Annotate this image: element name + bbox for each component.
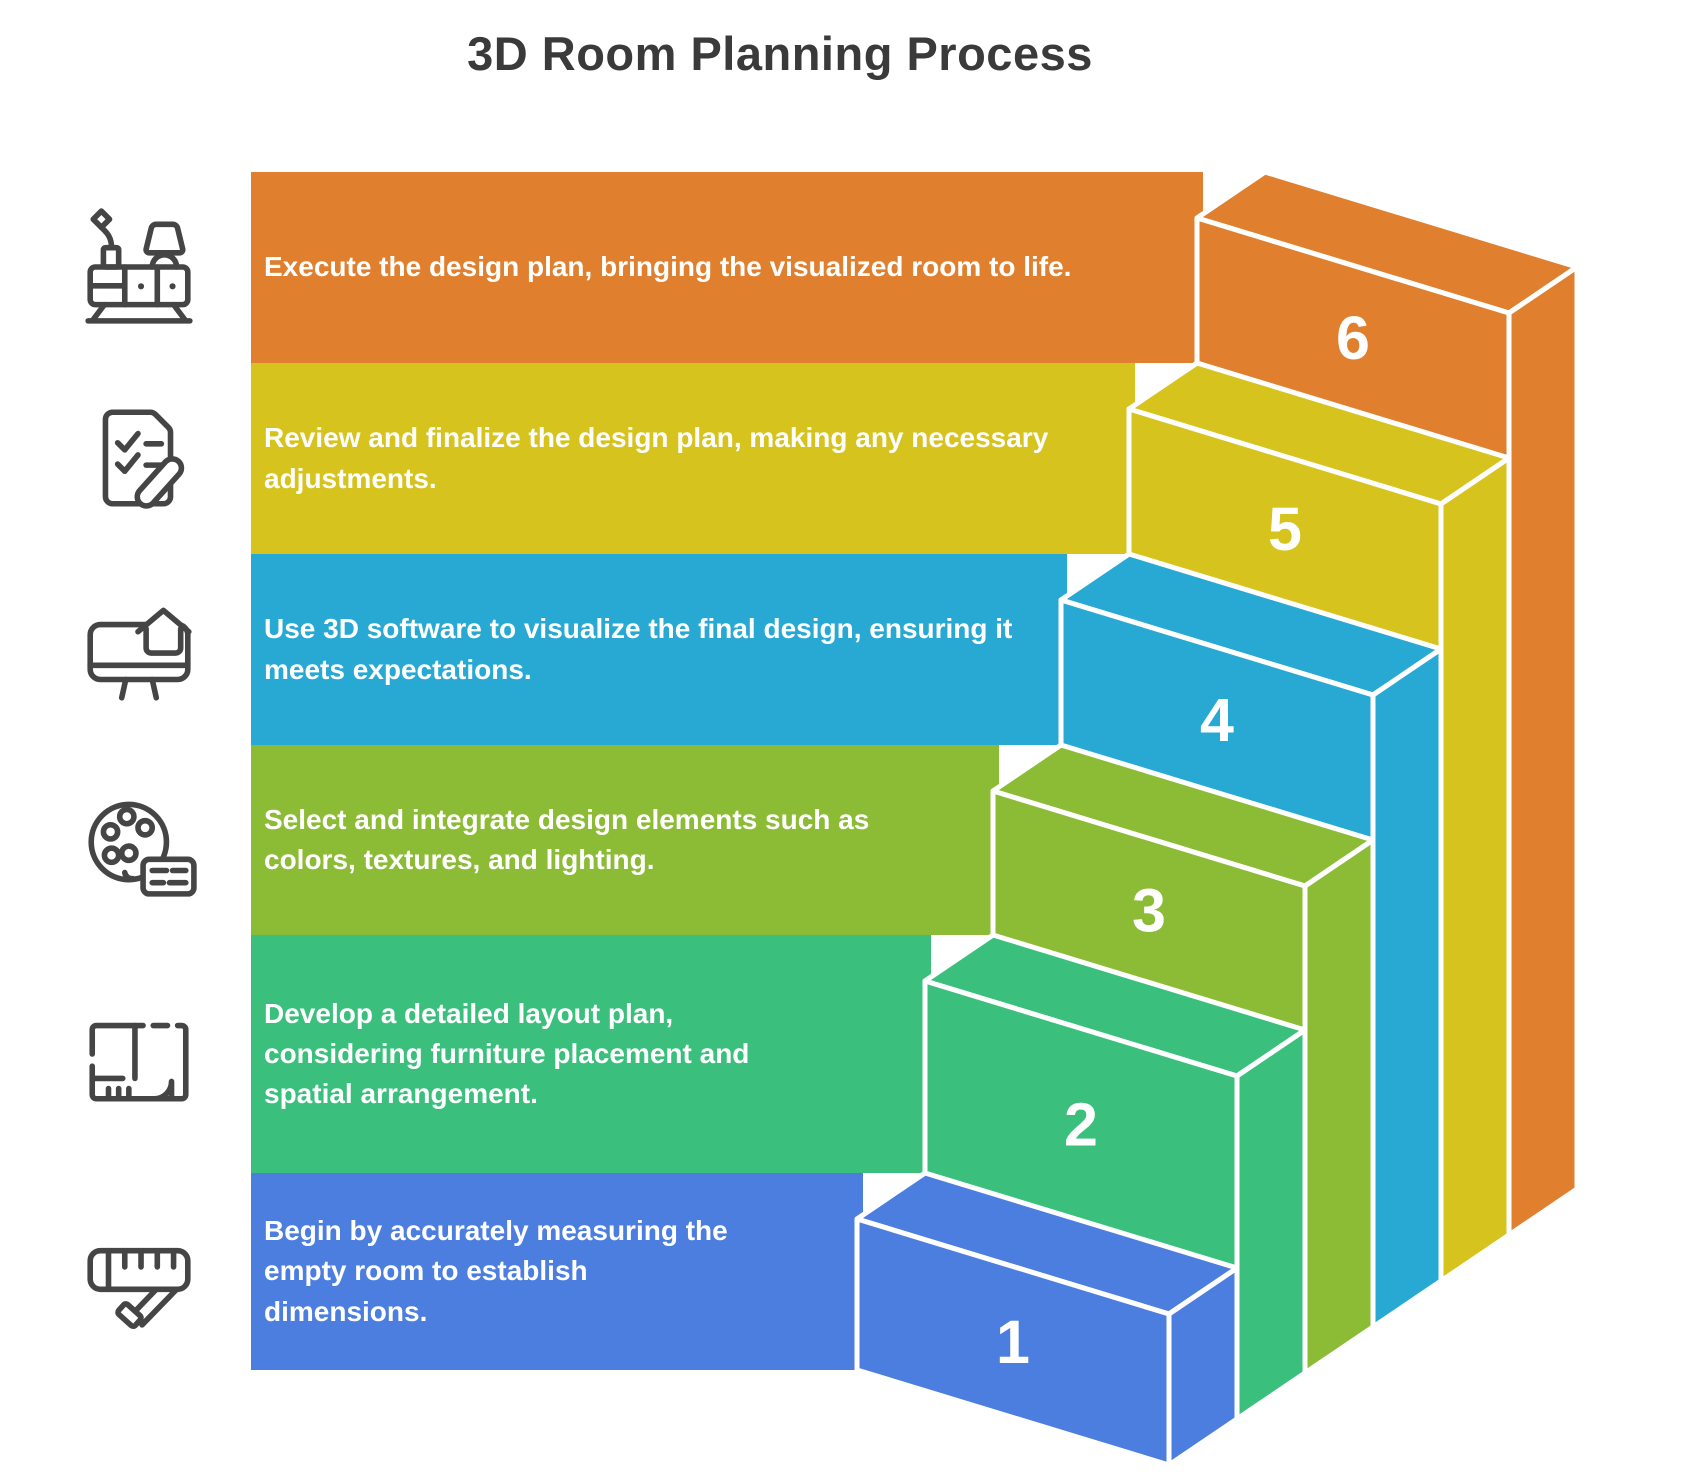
step-number: 3	[1132, 877, 1166, 945]
step-1-description-row: Begin by accurately measuring the empty …	[264, 1173, 729, 1370]
step-description: Execute the design plan, bringing the vi…	[264, 251, 1072, 283]
checklist-icon	[78, 397, 200, 519]
band-step-3	[251, 745, 999, 935]
step-6-side-face	[1506, 264, 1580, 1238]
furniture-icon	[78, 206, 200, 328]
monitor-house-icon	[78, 588, 200, 710]
band-step-1	[251, 1173, 863, 1370]
band-step-6	[251, 172, 1203, 363]
step-5-side-face	[1438, 455, 1512, 1284]
step-4-description-row: Use 3D software to visualize the final d…	[264, 554, 1022, 745]
band-step-4	[251, 554, 1067, 745]
step-4-side-face	[1370, 646, 1444, 1330]
step-3-side-face	[1302, 837, 1376, 1376]
step-2-side-face	[1234, 1027, 1308, 1422]
step-number: 2	[1064, 1091, 1098, 1159]
page-title: 3D Room Planning Process	[467, 27, 1093, 80]
palette-icon	[78, 779, 200, 901]
step-description: Develop a detailed layout plan, consider…	[264, 997, 750, 1110]
step-description: Begin by accurately measuring the empty …	[264, 1215, 728, 1327]
step-description: Review and finalize the design plan, mak…	[264, 422, 1049, 494]
step-description: Select and integrate design elements suc…	[264, 803, 870, 875]
band-step-5	[251, 363, 1135, 554]
step-number: 1	[996, 1308, 1030, 1376]
step-6-description-row: Execute the design plan, bringing the vi…	[264, 172, 1144, 363]
step-number: 5	[1268, 495, 1302, 563]
step-description: Use 3D software to visualize the final d…	[264, 613, 1013, 685]
step-number: 6	[1336, 304, 1370, 372]
step-3-description-row: Select and integrate design elements suc…	[264, 745, 874, 935]
step-2-description-row: Develop a detailed layout plan, consider…	[264, 935, 839, 1173]
band-step-2	[251, 935, 931, 1173]
step-1-front-face	[854, 1216, 1172, 1468]
step-number: 4	[1200, 686, 1234, 754]
floor-plan-icon	[78, 993, 200, 1115]
step-5-description-row: Review and finalize the design plan, mak…	[264, 363, 1074, 554]
measuring-tape-icon	[78, 1210, 200, 1332]
